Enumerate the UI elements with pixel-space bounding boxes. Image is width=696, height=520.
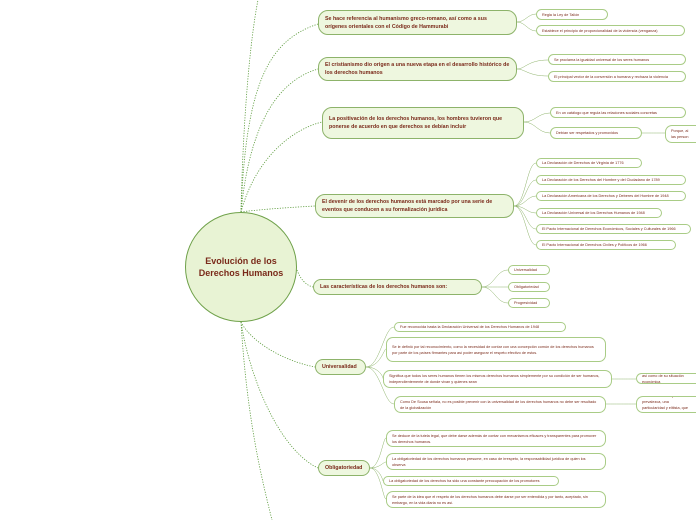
- leaf-label: La Declaración de los Derechos del Hombr…: [542, 178, 660, 182]
- leaf-label: ni mucho menos que prevalezca, una parti…: [642, 397, 689, 412]
- topic-universality[interactable]: Universalidad: [315, 359, 366, 375]
- topic-positivation[interactable]: La positivación de los derechos humanos,…: [322, 107, 524, 139]
- topic-greco-roman-humanism[interactable]: Se hace referencia al humanismo greco-ro…: [318, 10, 517, 35]
- leaf-civil-pact-1966[interactable]: El Pacto Internacional de Derechos Civil…: [536, 240, 676, 250]
- leaf-label: El Pacto Internacional de Derechos Civil…: [542, 243, 647, 247]
- leaf-char-obligatoriness[interactable]: Obligatoriedad: [508, 282, 550, 292]
- leaf-catalog[interactable]: En un catálogo que regula las relaciones…: [550, 107, 686, 118]
- leaf-label: Se deduce de la tutela legal, que debe d…: [392, 433, 597, 444]
- leaf-char-universality[interactable]: Universalidad: [508, 265, 550, 275]
- leaf-universal-equality[interactable]: Se proclama la igualdad universal de los…: [548, 54, 686, 65]
- leaf-same-rights[interactable]: Significa que todos los seres humanos ti…: [383, 370, 612, 388]
- central-topic[interactable]: Evolución de los Derechos Humanos: [185, 212, 297, 322]
- leaf-label: El principal vector de la conversión a h…: [554, 74, 668, 79]
- leaf-conversion-vector[interactable]: El principal vector de la conversión a h…: [548, 71, 686, 82]
- leaf-american-declaration-1948[interactable]: La Declaración Americana de los Derechos…: [536, 191, 686, 201]
- topic-label: Se hace referencia al humanismo greco-ro…: [325, 15, 487, 30]
- leaf-proportionality[interactable]: Establece el principio de proporcionalid…: [536, 25, 685, 36]
- leaf-legal-tutelage[interactable]: Se deduce de la tutela legal, que debe d…: [386, 430, 606, 447]
- topic-label: Las características de los derechos huma…: [320, 284, 448, 290]
- leaf-particularity[interactable]: ni mucho menos que prevalezca, una parti…: [636, 396, 696, 413]
- leaf-label: así como de su situación económica: [642, 373, 684, 384]
- leaf-label: En un catálogo que regula las relaciones…: [556, 110, 657, 115]
- leaf-because-persons[interactable]: Porque, al las person: [665, 125, 696, 143]
- leaf-virginia-1776[interactable]: La Declaración de Derechos de Virginia d…: [536, 158, 642, 168]
- leaf-declaration-1789[interactable]: La Declaración de los Derechos del Hombr…: [536, 175, 686, 185]
- leaf-label: La obligatoriedad de los derechos ha sid…: [389, 479, 540, 483]
- leaf-respected-promoted[interactable]: Debían ser respetados y promovidos: [550, 127, 642, 139]
- leaf-economic-pact-1966[interactable]: El Pacto Internacional de Derechos Econó…: [536, 224, 691, 234]
- leaf-label: La Declaración de Derechos de Virginia d…: [542, 161, 624, 165]
- leaf-label: La Declaración Universal de los Derechos…: [542, 211, 645, 215]
- topic-label: El devenir de los derechos humanos está …: [322, 199, 493, 213]
- leaf-char-progressivity[interactable]: Progresividad: [508, 298, 550, 308]
- central-topic-label: Evolución de los Derechos Humanos: [198, 256, 284, 278]
- leaf-label: Se le definió por tal reconocimiento, co…: [392, 344, 594, 355]
- topic-label: Obligatoriedad: [325, 465, 363, 471]
- leaf-legal-responsibility[interactable]: La obligatoriedad de los derechos humano…: [386, 453, 606, 470]
- leaf-label: La obligatoriedad de los derechos humano…: [392, 456, 586, 467]
- leaf-talion-law[interactable]: Regla la Ley de Talión: [536, 9, 608, 20]
- leaf-label: Progresividad: [514, 301, 538, 305]
- topic-label: Universalidad: [322, 364, 357, 370]
- leaf-de-sousa[interactable]: Como De Sousa señala, no es posible prev…: [394, 396, 606, 413]
- leaf-label: El Pacto Internacional de Derechos Econó…: [542, 227, 676, 231]
- leaf-label: Obligatoriedad: [514, 285, 539, 289]
- leaf-recognized-1948[interactable]: Fue reconocida hasta la Declaración Univ…: [394, 322, 566, 332]
- leaf-constant-concern[interactable]: La obligatoriedad de los derechos ha sid…: [383, 476, 559, 486]
- leaf-label: Establece el principio de proporcionalid…: [542, 28, 658, 33]
- topic-characteristics[interactable]: Las características de los derechos huma…: [313, 279, 482, 295]
- topic-historic-events[interactable]: El devenir de los derechos humanos está …: [315, 194, 514, 218]
- leaf-economic-situation[interactable]: así como de su situación económica: [636, 373, 696, 384]
- leaf-common-conception[interactable]: Se le definió por tal reconocimiento, co…: [386, 337, 606, 362]
- leaf-label: Debían ser respetados y promovidos: [556, 131, 619, 135]
- leaf-label: Fue reconocida hasta la Declaración Univ…: [400, 325, 540, 329]
- leaf-label: Regla la Ley de Talión: [542, 12, 580, 17]
- topic-obligatoriness[interactable]: Obligatoriedad: [318, 460, 370, 476]
- leaf-label: La Declaración Americana de los Derechos…: [542, 194, 669, 198]
- topic-label: La positivación de los derechos humanos,…: [329, 116, 503, 130]
- leaf-label: Porque, al las person: [671, 129, 689, 139]
- leaf-label: Significa que todos los seres humanos ti…: [389, 374, 600, 384]
- leaf-daily-life[interactable]: Se parte de la idea que el respeto de lo…: [386, 491, 606, 508]
- leaf-universal-declaration-1948[interactable]: La Declaración Universal de los Derechos…: [536, 208, 662, 218]
- topic-label: El cristianismo dio origen a una nueva e…: [325, 62, 510, 76]
- leaf-label: Como De Sousa señala, no es posible prev…: [400, 399, 597, 410]
- leaf-label: Se proclama la igualdad universal de los…: [554, 57, 650, 62]
- leaf-label: Se parte de la idea que el respeto de lo…: [392, 494, 588, 505]
- leaf-label: Universalidad: [514, 268, 538, 272]
- topic-christianity[interactable]: El cristianismo dio origen a una nueva e…: [318, 57, 517, 81]
